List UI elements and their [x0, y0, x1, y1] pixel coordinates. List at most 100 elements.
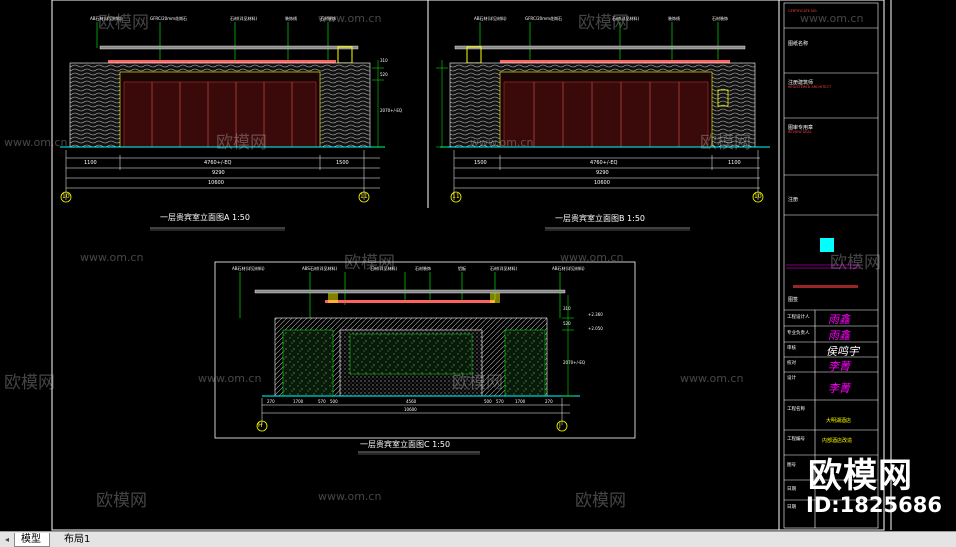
- svg-text:REGISTERED ARCHITECT: REGISTERED ARCHITECT: [788, 85, 832, 89]
- elev-c-axis-right: J: [559, 422, 561, 429]
- elevation-b: AB石材(详见材料) GFRC/20mm花岗石 石材(详见材料) 装饰线 石材装饰: [436, 15, 770, 231]
- elev-c-height-dim-2: 2070+/-EQ: [563, 360, 585, 365]
- tab-layout1[interactable]: 布局1: [64, 534, 91, 545]
- tb-signature-3: 侯鸣宇: [826, 345, 859, 358]
- elev-c-title: 一层贵宾室立面图C 1:50: [360, 440, 451, 449]
- tb-row-1: 工程设计人: [787, 315, 810, 320]
- svg-text:GFRC/20mm花岗石: GFRC/20mm花岗石: [525, 15, 562, 21]
- watermark-site-5: www.om.cn: [80, 251, 144, 264]
- svg-text:石材装饰: 石材装饰: [320, 15, 336, 21]
- svg-text:石材(详见材料): 石材(详见材料): [370, 265, 398, 271]
- svg-text:AB石材(详见材料): AB石材(详见材料): [232, 265, 265, 271]
- elev-c-dim-part-2: 1700: [293, 399, 304, 404]
- tb-signature-2: 雨鑫: [828, 329, 850, 342]
- tab-model[interactable]: 模型: [14, 533, 50, 547]
- elev-a-axis-left: 10: [62, 193, 70, 200]
- elevation-a: AB石材(详见材料) GFRC/20mm花岗石 石材(详见材料) 装饰线 石材装饰: [60, 15, 385, 231]
- watermark-brand-8: 欧模网: [452, 373, 503, 393]
- elev-c-height-dim-1: 520: [563, 321, 571, 326]
- svg-text:ABS石材(详见材料): ABS石材(详见材料): [302, 265, 338, 271]
- tb-signature-5: 李菁: [828, 382, 850, 395]
- elev-c-dim-part-8: 1700: [515, 399, 526, 404]
- elev-a-height-dim-2: 2070+/-EQ: [380, 108, 402, 113]
- elev-a-height-dim-3: 520: [380, 72, 388, 77]
- elev-b-dim-part-2: 4760+/-EQ: [590, 160, 618, 166]
- elev-a-dim-part-2: 4760+/-EQ: [204, 160, 232, 166]
- elev-b-dim-part-1: 1500: [474, 160, 487, 166]
- watermark-stamp-brand: 欧模网: [808, 456, 913, 496]
- watermark-stamp-id: ID:1825686: [806, 493, 942, 517]
- sheet-border: [51, 0, 885, 531]
- watermark-brand-4: 欧模网: [700, 133, 751, 153]
- watermark-brand-2: 欧模网: [578, 13, 629, 33]
- elev-b-axis-right: 10: [754, 193, 762, 200]
- watermark-site-3: www.om.cn: [4, 136, 68, 149]
- elev-a-height-dim-1: 310: [380, 58, 388, 63]
- tab-scroll-icon[interactable]: ◂: [4, 535, 9, 544]
- elev-c-dim-part-4: 500: [330, 399, 338, 404]
- svg-text:AB石材(详见材料): AB石材(详见材料): [552, 265, 585, 271]
- tb-row-6: 工程名称: [787, 407, 805, 412]
- elev-c-dim-part-7: 570: [496, 399, 504, 404]
- elev-a-dim-part-3: 1500: [336, 160, 349, 166]
- watermark-brand-10: 欧模网: [575, 491, 626, 511]
- elev-a-dim-total: 9290: [212, 170, 225, 176]
- svg-text:石材(详见材料): 石材(详见材料): [490, 265, 518, 271]
- elev-a-dim-part-1: 1100: [84, 160, 97, 166]
- tb-section-3: 图审专用章: [788, 125, 814, 131]
- watermark-brand-9: 欧模网: [96, 491, 147, 511]
- tb-signature-4: 李菁: [828, 360, 850, 373]
- tb-signature-1: 雨鑫: [828, 313, 850, 326]
- cad-drawing: AB石材(详见材料)GFRC/20mm花岗石 石材(详见材料)装饰线石材装饰: [51, 0, 892, 531]
- elev-b-dim-total: 9290: [596, 170, 609, 176]
- elev-a-title: 一层贵宾室立面图A 1:50: [160, 213, 250, 222]
- svg-text:装饰线: 装饰线: [668, 15, 680, 21]
- elev-c-dim-part-3: 570: [318, 399, 326, 404]
- elevation-c-frame: [214, 261, 636, 439]
- watermark-site-9: www.om.cn: [318, 490, 382, 503]
- watermark-site-8: www.om.cn: [680, 372, 744, 385]
- tb-section-1: 图纸名称: [788, 41, 809, 47]
- svg-text:AB石材(详见材料): AB石材(详见材料): [474, 15, 507, 21]
- drawing-canvas[interactable]: AB石材(详见材料)GFRC/20mm花岗石 石材(详见材料)装饰线石材装饰: [0, 0, 956, 531]
- tb-row-3: 审核: [787, 346, 796, 351]
- watermark-brand-3: 欧模网: [216, 133, 267, 153]
- tb-row-2: 专业负责人: [787, 331, 810, 336]
- elev-b-dim-part-3: 1100: [728, 160, 741, 166]
- watermark-site-1: www.om.cn: [318, 12, 382, 25]
- svg-text:石材(详见材料): 石材(详见材料): [612, 15, 640, 21]
- elev-c-height-dim-3: 310: [563, 306, 571, 311]
- elev-c-dim-part-5: 4560: [406, 399, 417, 404]
- elev-c-dim-part-6: 500: [484, 399, 492, 404]
- svg-text:石材(详见材料): 石材(详见材料): [230, 15, 258, 21]
- tb-project-name: 大明湖酒店: [826, 418, 852, 424]
- tb-project-no: 内部酒店改造: [822, 438, 853, 444]
- watermark-brand-1: 欧模网: [98, 13, 149, 33]
- svg-text:石材装饰: 石材装饰: [415, 265, 431, 271]
- svg-text:铝板: 铝板: [458, 265, 466, 271]
- tb-row-4: 校对: [787, 361, 796, 366]
- watermark-brand-5: 欧模网: [344, 253, 395, 273]
- elev-c-level-1: +2.360: [588, 312, 603, 317]
- svg-text:AB石材(详见材料): AB石材(详见材料): [90, 15, 123, 21]
- svg-text:GFRC/20mm花岗石: GFRC/20mm花岗石: [150, 15, 187, 21]
- svg-text:CERTIFICATE NO.: CERTIFICATE NO.: [788, 9, 817, 13]
- svg-text:石材装饰: 石材装饰: [712, 15, 728, 21]
- tb-row-7: 工程编号: [787, 437, 805, 442]
- elev-a-dim-overall: 10600: [208, 180, 224, 186]
- elev-b-title: 一层贵宾室立面图B 1:50: [555, 214, 645, 223]
- tb-row-5: 设计: [787, 376, 796, 381]
- watermark-brand-6: 欧模网: [830, 253, 881, 273]
- elev-c-dim-part-9: 270: [545, 399, 553, 404]
- tb-section-4: 注册: [788, 197, 799, 203]
- elev-c-level-2: +2.050: [588, 326, 603, 331]
- watermark-site-7: www.om.cn: [198, 372, 262, 385]
- tb-row-8: 图号: [787, 463, 796, 468]
- elev-a-axis-right: 11: [360, 193, 368, 200]
- tb-section-2: 注册建筑师: [788, 80, 814, 86]
- layout-tab-bar: ◂ 模型 布局1: [0, 531, 956, 547]
- svg-text:装饰线: 装饰线: [285, 15, 297, 21]
- elev-b-axis-left: 11: [452, 193, 460, 200]
- tb-section-5: 图签: [788, 297, 799, 303]
- elev-c-dim-part-1: 270: [267, 399, 275, 404]
